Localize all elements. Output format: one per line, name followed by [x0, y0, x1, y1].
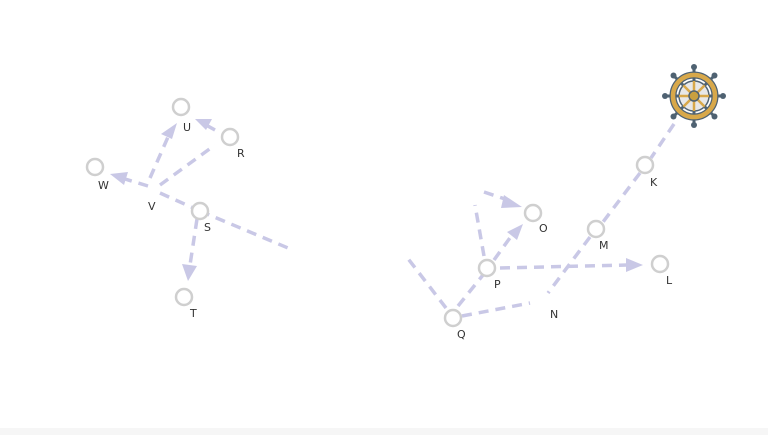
- edge-q-p: [456, 273, 485, 308]
- arrowhead-to-u: [161, 123, 177, 139]
- node-l[interactable]: [650, 254, 670, 274]
- label-k: K: [650, 176, 658, 189]
- node-w[interactable]: [85, 157, 105, 177]
- edge-p-l: [499, 263, 628, 270]
- edge-s-offscreen: [199, 209, 289, 250]
- arrowhead-to-o-top: [501, 195, 522, 208]
- arrowhead-to-t: [182, 264, 197, 281]
- edge-p-offscreen: [473, 204, 486, 257]
- edge-k-m: [601, 171, 642, 224]
- edge-v-u: [148, 136, 170, 179]
- label-r: R: [237, 147, 245, 160]
- edge-s-t: [188, 218, 199, 266]
- edge-v-r: [158, 143, 217, 187]
- node-m[interactable]: [586, 219, 606, 239]
- label-s: S: [204, 221, 211, 234]
- edge-v-w: [124, 177, 149, 188]
- arrowhead-to-u-from-r: [195, 119, 212, 130]
- arrowhead-to-w: [110, 172, 128, 185]
- label-q: Q: [457, 328, 466, 341]
- edge-q-n: [461, 301, 531, 318]
- edge-p-o: [492, 233, 514, 262]
- label-o: O: [539, 222, 548, 235]
- label-n: N: [550, 308, 558, 321]
- node-k[interactable]: [635, 155, 655, 175]
- label-l: L: [666, 274, 673, 287]
- label-w: W: [98, 179, 109, 192]
- node-r[interactable]: [220, 127, 240, 147]
- node-s[interactable]: [190, 201, 210, 221]
- node-q[interactable]: [443, 308, 463, 328]
- label-p: P: [494, 278, 501, 291]
- bottom-strip: [0, 428, 768, 435]
- arrowhead-to-o: [507, 224, 523, 240]
- label-v: V: [148, 200, 156, 213]
- node-u[interactable]: [171, 97, 191, 117]
- label-u: U: [183, 121, 191, 134]
- node-p[interactable]: [477, 258, 497, 278]
- node-o[interactable]: [523, 203, 543, 223]
- label-m: M: [599, 239, 609, 252]
- edge-token-k: [649, 123, 676, 159]
- edge-q-offscreen: [404, 254, 448, 310]
- ship-wheel-icon[interactable]: [662, 64, 726, 128]
- arrowhead-to-l: [626, 258, 643, 272]
- node-t[interactable]: [174, 287, 194, 307]
- label-t: T: [189, 307, 197, 320]
- edge-r-u: [205, 123, 216, 132]
